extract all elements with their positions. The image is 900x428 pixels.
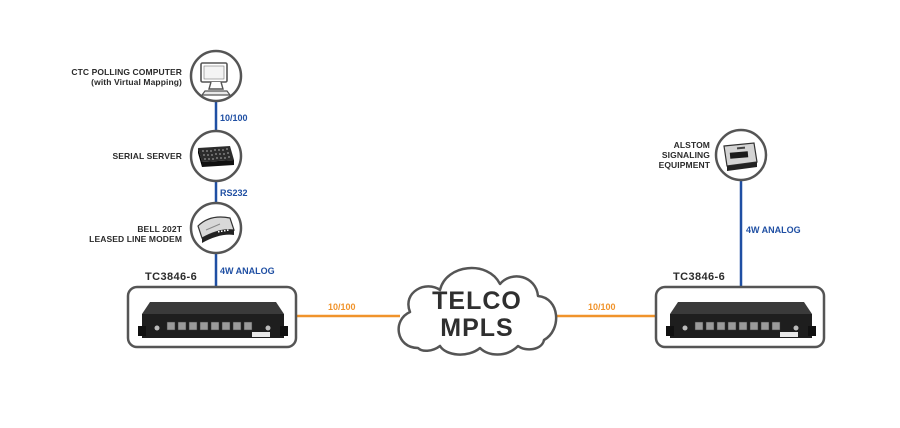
- modem-label: BELL 202T LEASED LINE MODEM: [70, 224, 182, 244]
- ctc-computer-label-line2: (with Virtual Mapping): [91, 77, 182, 87]
- alstom-label-line3: EQUIPMENT: [658, 160, 710, 170]
- serial-server-icon: [189, 129, 243, 183]
- ctc-computer-label-line1: CTC POLLING COMPUTER: [71, 67, 182, 77]
- monitor-icon: [189, 49, 243, 103]
- link-label-serial-modem: RS232: [220, 188, 248, 198]
- link-label-modem-tc: 4W ANALOG: [220, 266, 275, 276]
- modem-label-line1: BELL 202T: [137, 224, 182, 234]
- link-label-ctc-serial: 10/100: [220, 113, 248, 123]
- cloud-icon: [397, 267, 558, 356]
- alstom-label: ALSTOM SIGNALING EQUIPMENT: [630, 140, 710, 170]
- cloud-label-line2: MPLS: [440, 314, 514, 342]
- modem-icon: [189, 201, 243, 255]
- modem-label-line2: LEASED LINE MODEM: [89, 234, 182, 244]
- tc-left-label: TC3846-6: [145, 271, 198, 283]
- link-label-tc-left-cloud: 10/100: [328, 302, 356, 312]
- cloud-label-line1: TELCO: [432, 287, 522, 315]
- link-label-cloud-tc-right: 10/100: [588, 302, 616, 312]
- ctc-computer-label: CTC POLLING COMPUTER (with Virtual Mappi…: [60, 67, 182, 87]
- alstom-label-line1: ALSTOM: [673, 140, 710, 150]
- cloud-label: TELCO MPLS: [419, 288, 535, 342]
- alstom-label-line2: SIGNALING: [661, 150, 710, 160]
- signaling-equipment-icon: [714, 128, 768, 182]
- tc-right-label: TC3846-6: [673, 271, 726, 283]
- link-label-alstom-tc: 4W ANALOG: [746, 225, 801, 235]
- serial-server-label: SERIAL SERVER: [112, 151, 182, 161]
- switch-icon: [126, 285, 298, 349]
- switch-icon: [654, 285, 826, 349]
